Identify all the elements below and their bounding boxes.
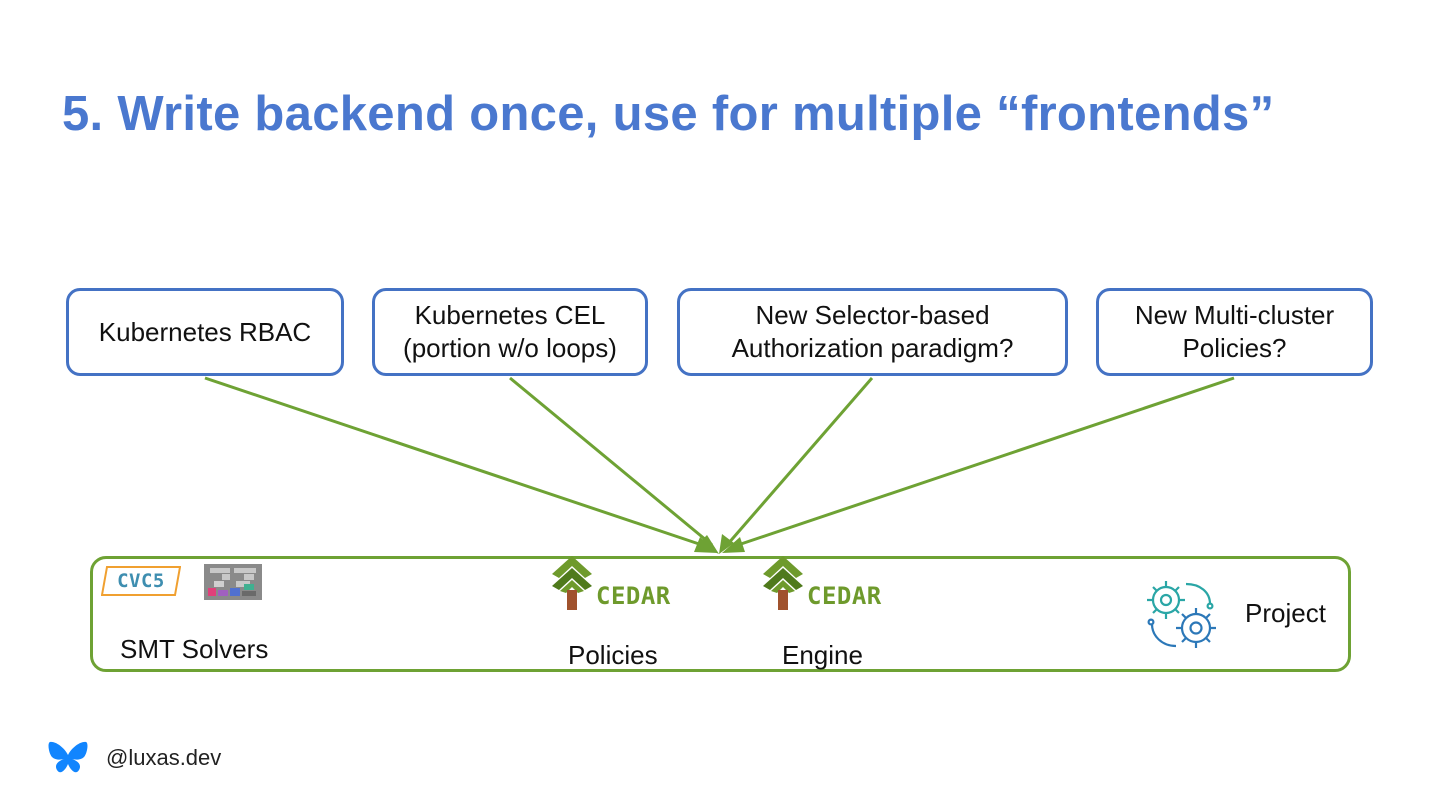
policies-label: Policies [568,640,658,670]
arrowhead-cel [697,535,719,554]
smt-solvers-label: SMT Solvers [120,634,269,664]
arrow-multicluster [731,376,1235,549]
frontend-label: New Selector-based Authorization paradig… [731,300,1014,363]
cedar-tree-icon [763,556,803,610]
engine-label: Engine [782,640,863,670]
frontend-box-selector-authorization: New Selector-based Authorization paradig… [677,288,1068,376]
arrowhead-selector [719,534,734,554]
cedar-engine-logo: CEDAR [763,556,893,614]
social-handle[interactable]: @luxas.dev [106,745,222,770]
z3-logo-icon [204,564,262,600]
frontend-label: New Multi-cluster Policies? [1134,300,1335,363]
frontend-box-kubernetes-cel: Kubernetes CEL (portion w/o loops) [372,288,648,376]
arrow-cel [509,376,713,547]
cvc5-logo: CVC5 [101,566,181,596]
cedar-wordmark: CEDAR [807,582,882,610]
frontend-box-multi-cluster-policies: New Multi-cluster Policies? [1096,288,1373,376]
frontend-box-kubernetes-rbac: Kubernetes RBAC [66,288,344,376]
arrow-selector [725,377,874,546]
cedar-tree-icon [552,556,592,610]
arrowhead-rbac [694,537,718,553]
backend-box [90,556,1351,672]
frontend-label: Kubernetes RBAC [98,316,312,347]
arrowhead-multicluster [722,537,745,553]
gears-icon [1147,581,1216,648]
footer-handle: @luxas.dev [48,740,221,776]
cvc5-logo-text: CVC5 [117,570,165,592]
project-label: Project [1245,598,1326,628]
cedar-policies-logo: CEDAR [552,556,682,614]
page-title: 5. Write backend once, use for multiple … [62,87,1275,141]
arrow-rbac [204,376,709,549]
frontend-label: Kubernetes CEL (portion w/o loops) [403,300,617,363]
bluesky-butterfly-icon [48,741,88,773]
cedar-wordmark: CEDAR [596,582,671,610]
cvc5-frame-icon [101,566,181,596]
